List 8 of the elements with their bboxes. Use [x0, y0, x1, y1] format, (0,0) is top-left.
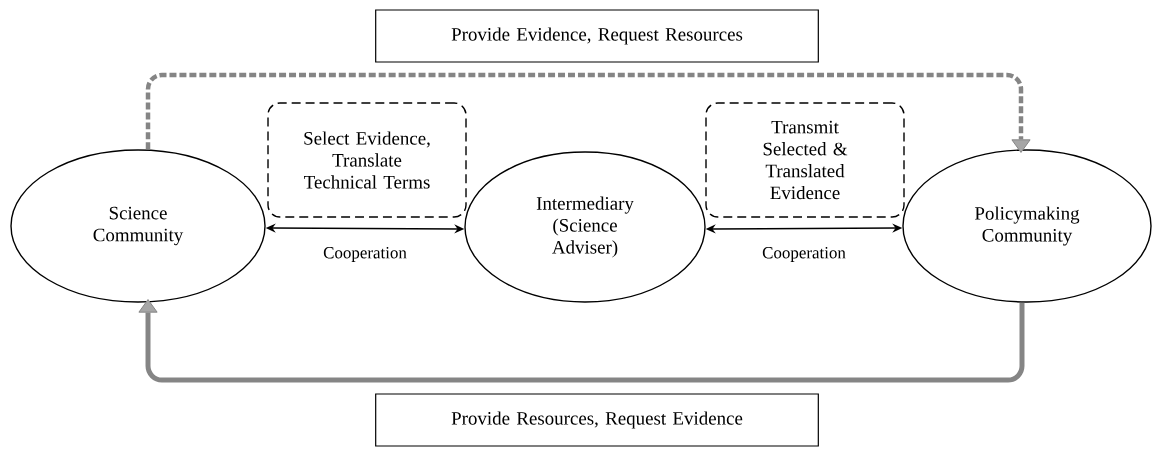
arrow [138, 299, 1025, 383]
dashed-text-box: Transmit Selected & Translated Evidence [705, 102, 905, 218]
text-box: Provide Resources, Request Evidence [375, 393, 819, 447]
dashed-text-box: Select Evidence, Translate Technical Terms [267, 102, 467, 218]
text-box: Provide Evidence, Request Resources [375, 9, 819, 63]
edge-label: Cooperation [760, 245, 848, 264]
arrow [145, 72, 1031, 153]
edge-label: Cooperation [321, 245, 409, 264]
